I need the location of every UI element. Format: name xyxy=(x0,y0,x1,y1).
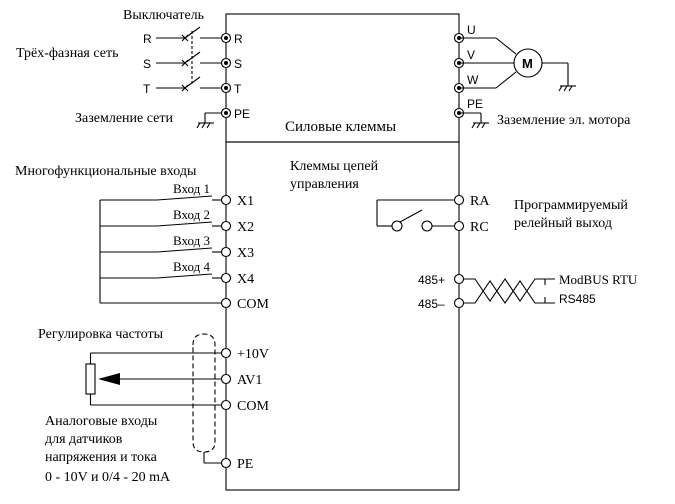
terminal-x3: X3 xyxy=(237,246,254,261)
terminal-ra: RA xyxy=(470,194,490,209)
relay-terminals: RA RC xyxy=(453,194,490,235)
terminal-v: V xyxy=(467,48,475,62)
terminal-10v: +10V xyxy=(237,347,269,362)
terminal-pe-out: PE xyxy=(467,97,483,111)
phase-label-r: R xyxy=(143,32,152,46)
input-2-label: Вход 2 xyxy=(173,207,210,222)
control-section-label-1: Клеммы цепей xyxy=(290,159,379,174)
modbus-label: ModBUS RTU xyxy=(559,272,638,287)
input-terminals: R S T PE xyxy=(220,32,250,121)
grid-ground-wire xyxy=(196,112,226,129)
analog-desc-1: Аналоговые входы xyxy=(45,414,158,429)
analog-desc-4: 0 - 10V и 0/4 - 20 mA xyxy=(45,470,171,485)
input-1-label: Вход 1 xyxy=(173,181,210,196)
analog-terminals: +10V AV1 COM PE xyxy=(220,347,269,472)
grid-ground-label: Заземление сети xyxy=(75,111,173,126)
digital-inputs-label: Многофункциональные входы xyxy=(15,164,197,179)
terminal-u: U xyxy=(467,23,476,37)
grid-label: Трёх-фазная сеть xyxy=(16,46,118,61)
phase-label-t: T xyxy=(143,82,151,96)
input-4-label: Вход 4 xyxy=(173,259,210,274)
terminal-t: T xyxy=(234,82,242,96)
rs485-label: RS485 xyxy=(559,292,596,306)
terminal-s: S xyxy=(234,57,242,71)
motor-ground-label: Заземление эл. мотора xyxy=(497,113,631,128)
control-section-label-2: управления xyxy=(290,177,359,192)
digital-input-labels: Вход 1 Вход 2 Вход 3 Вход 4 xyxy=(173,181,210,274)
potentiometer-symbol xyxy=(85,363,96,395)
terminal-com-digital: COM xyxy=(237,297,269,312)
terminal-rc: RC xyxy=(470,220,489,235)
analog-wiring xyxy=(85,333,226,464)
terminal-pe-analog: PE xyxy=(237,457,253,472)
motor-ground-wire xyxy=(459,112,489,129)
terminal-r: R xyxy=(234,32,243,46)
rs485-terminals: 485+ 485– xyxy=(418,273,465,311)
analog-desc-2: для датчиков xyxy=(45,432,123,447)
input-phase-lines: R S T xyxy=(143,26,226,96)
terminal-485-plus: 485+ xyxy=(418,273,445,287)
relay-label-1: Программируемый xyxy=(514,198,628,213)
power-section-label: Силовые клеммы xyxy=(285,119,396,135)
digital-terminals: X1 X2 X3 X4 COM xyxy=(220,194,269,312)
analog-description: Аналоговые входы для датчиков напряжения… xyxy=(45,414,171,485)
relay-label-2: релейный выход xyxy=(514,216,612,231)
twisted-pair-cable xyxy=(463,278,555,304)
terminal-w: W xyxy=(467,73,479,87)
terminal-av1: AV1 xyxy=(237,373,262,388)
motor-wiring: M xyxy=(459,37,576,92)
terminal-com-analog: COM xyxy=(237,399,269,414)
motor-label: M xyxy=(522,56,533,71)
switch-label: Выключатель xyxy=(123,8,204,23)
terminal-x1: X1 xyxy=(237,194,254,209)
input-3-label: Вход 3 xyxy=(173,233,210,248)
terminal-pe-in: PE xyxy=(234,107,250,121)
control-section-box xyxy=(225,141,460,491)
phase-label-s: S xyxy=(143,57,151,71)
relay-wiring xyxy=(376,199,459,232)
terminal-x4: X4 xyxy=(237,272,254,287)
analog-desc-3: напряжения и тока xyxy=(45,450,158,465)
freq-label: Регулировка частоты xyxy=(38,327,164,342)
terminal-485-minus: 485– xyxy=(418,297,445,311)
terminal-x2: X2 xyxy=(237,220,254,235)
